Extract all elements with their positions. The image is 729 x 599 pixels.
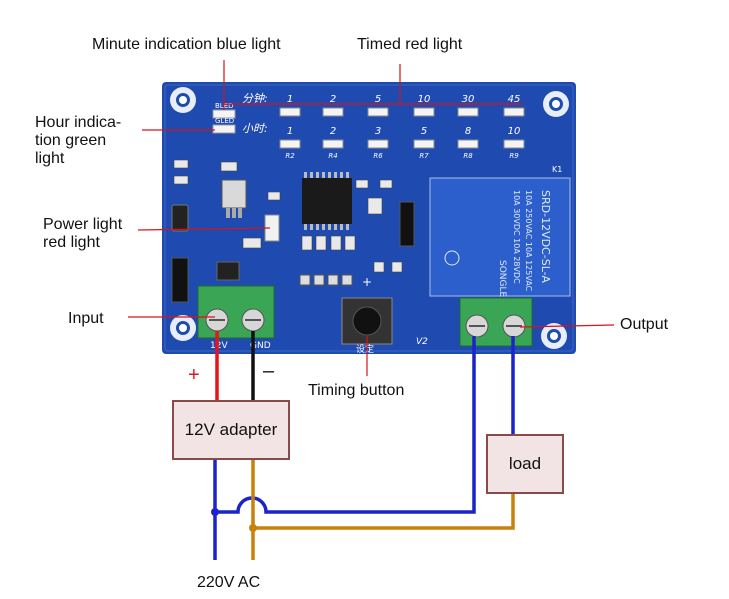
minute-value: 1	[287, 94, 293, 105]
green-led	[212, 124, 236, 134]
hour-light-label-1: Hour indica-	[35, 114, 122, 131]
resistor-label: R9	[509, 152, 519, 160]
relay-brand: SONGLE	[497, 260, 507, 298]
hour-light-label-3: light	[35, 150, 65, 167]
minute-led	[322, 107, 344, 117]
output-label: Output	[620, 316, 669, 333]
minute-led	[413, 107, 435, 117]
minute-led	[367, 107, 389, 117]
resistor-label: R6	[373, 152, 383, 160]
pin-gnd: GND	[250, 341, 271, 351]
diode-d11	[399, 201, 415, 247]
junction-dot	[211, 508, 219, 516]
hour-led	[279, 139, 301, 149]
hour-value: 5	[421, 126, 427, 137]
adapter-label: 12V adapter	[184, 420, 278, 439]
orange-wire-load	[253, 494, 515, 530]
power-light-label-1: Power light	[43, 216, 123, 233]
minutes-row-label: 分钟:	[242, 92, 268, 105]
wires	[213, 331, 515, 560]
hour-led	[503, 139, 525, 149]
load-label: load	[508, 454, 542, 473]
minute-value: 45	[508, 94, 521, 105]
adapter-box: 12V adapter	[172, 400, 290, 460]
ic-chip	[302, 172, 352, 230]
pin-12v: 12V	[210, 341, 228, 351]
relay-k1-label: K1	[552, 165, 562, 174]
hour-value: 2	[330, 126, 336, 137]
header-pins	[299, 274, 353, 286]
plus-sign: +	[188, 364, 200, 386]
diode-d7	[171, 257, 189, 303]
hour-led	[322, 139, 344, 149]
minute-value: 5	[375, 94, 381, 105]
version-text: V2	[416, 337, 428, 347]
relay-rating-1: 10A 250VAC 10A 125VAC	[524, 190, 533, 292]
timed-red-light-label: Timed red light	[357, 36, 463, 53]
input-label: Input	[68, 310, 104, 327]
relay: SRD-12VDC-SL-A 10A 250VAC 10A 125VAC 10A…	[429, 177, 571, 298]
mounting-hole	[170, 87, 196, 113]
hour-value: 10	[508, 126, 521, 137]
hour-led	[457, 139, 479, 149]
hours-row-label: 小时:	[242, 122, 268, 135]
power-light-label-2: red light	[43, 234, 100, 251]
minute-values: 1 2 5 10 30 45	[287, 94, 521, 105]
output-terminal	[459, 297, 533, 347]
hour-values: 1 2 3 5 8 10	[287, 126, 521, 137]
hour-led	[413, 139, 435, 149]
hour-leds	[279, 139, 525, 149]
resistor-label: R7	[419, 152, 429, 160]
relay-model: SRD-12VDC-SL-A	[539, 190, 552, 283]
timing-button-label: Timing button	[308, 382, 405, 399]
minute-light-label: Minute indication blue light	[92, 36, 281, 53]
minute-leds	[279, 107, 525, 117]
resistor-label: R2	[285, 152, 295, 160]
voltage-regulator	[221, 179, 247, 209]
hour-value: 3	[375, 126, 381, 137]
hour-value: 1	[287, 126, 293, 137]
hour-light-label-2: tion green	[35, 132, 107, 149]
pcb-plus: +	[362, 275, 372, 289]
minute-value: 2	[330, 94, 336, 105]
mounting-hole	[543, 91, 569, 117]
minute-value: 10	[418, 94, 431, 105]
mounting-hole	[170, 315, 196, 341]
callout-lines	[128, 60, 615, 376]
minus-sign: –	[263, 360, 275, 382]
resistor-labels: R2 R4 R6 R7 R8 R9	[285, 152, 519, 160]
mains-label: 220V AC	[197, 574, 261, 591]
capacitor-c3	[216, 261, 240, 281]
hour-value: 8	[465, 126, 471, 137]
capacitor-c1	[171, 204, 189, 232]
input-terminal	[197, 285, 275, 339]
load-box: load	[486, 434, 564, 494]
minute-value: 30	[462, 94, 475, 105]
hour-led	[367, 139, 389, 149]
button-silk-text: 设定	[356, 343, 374, 355]
junction-dot	[249, 524, 257, 532]
resistor-label: R4	[328, 152, 337, 160]
minute-led	[279, 107, 301, 117]
mounting-hole	[541, 323, 567, 349]
resistor-label: R8	[463, 152, 473, 160]
gled-text: GLED	[215, 117, 234, 125]
minute-led	[457, 107, 479, 117]
relay-rating-2: 10A 30VDC 10A 28VDC	[512, 190, 521, 284]
smd-components	[173, 159, 403, 273]
minute-led	[503, 107, 525, 117]
